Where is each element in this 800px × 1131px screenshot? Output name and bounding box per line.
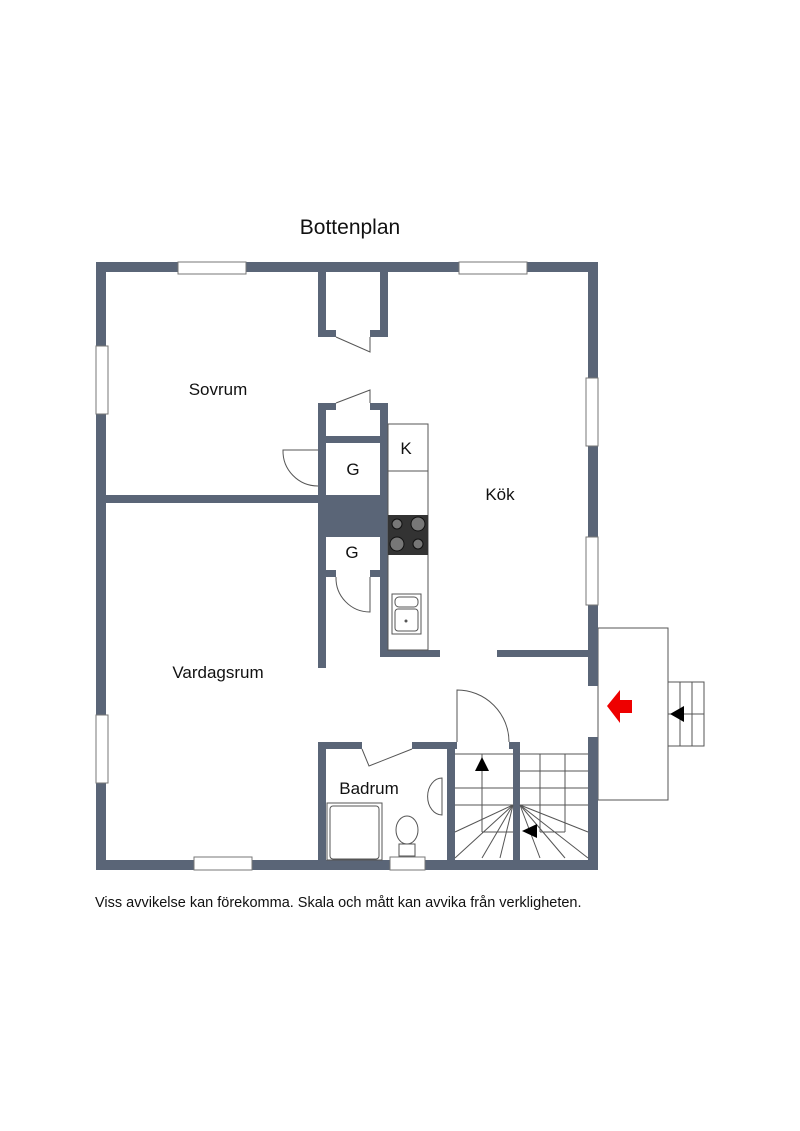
room-label-garderob-1: G xyxy=(346,460,359,479)
room-label-sovrum: Sovrum xyxy=(189,380,248,399)
shower-icon xyxy=(326,802,383,861)
plan-title: Bottenplan xyxy=(299,216,401,239)
room-label-vardagsrum: Vardagsrum xyxy=(172,663,263,682)
room-label-badrum: Badrum xyxy=(339,779,399,798)
toilet-icon xyxy=(395,815,419,845)
entrance-porch xyxy=(597,627,705,801)
stair-arrow-up-icon xyxy=(475,757,489,771)
windows xyxy=(95,261,599,871)
entrance-arrow-icon xyxy=(607,690,632,723)
interior-walls xyxy=(106,272,588,870)
doors xyxy=(282,336,510,767)
disclaimer-text: Viss avvikelse kan förekomma. Skala och … xyxy=(95,895,582,911)
room-label-garderob-2: G xyxy=(345,543,358,562)
washbasin-icon xyxy=(427,777,443,816)
room-label-kok: Kök xyxy=(485,485,515,504)
step-arrow-icon xyxy=(670,706,684,722)
stair-arrow-icon xyxy=(522,824,537,838)
bathroom-fixtures xyxy=(326,777,443,861)
sink-icon xyxy=(391,593,422,635)
stairs xyxy=(454,753,589,859)
outer-walls xyxy=(96,262,598,870)
label-kyl: K xyxy=(400,439,412,458)
kitchen-counter xyxy=(387,423,429,651)
